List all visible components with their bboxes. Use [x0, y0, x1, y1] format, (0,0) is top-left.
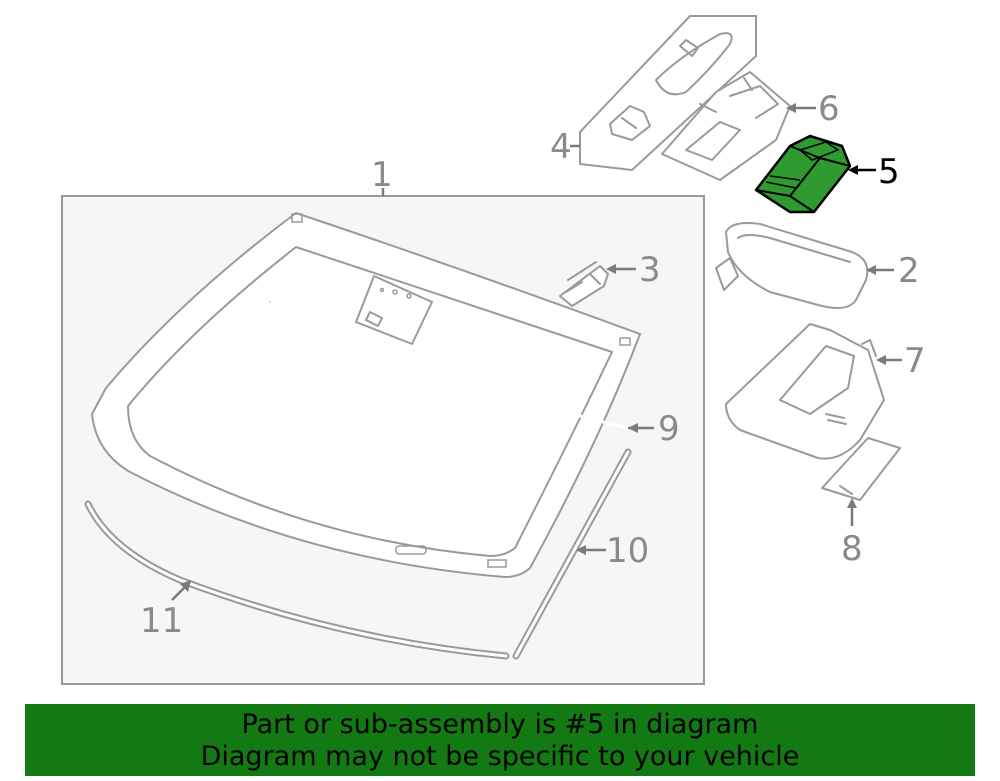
callout-11-arrow: [180, 580, 191, 592]
rearview-mirror: [715, 222, 869, 309]
callout-8-arrow: [847, 498, 857, 508]
callout-2: 2: [898, 251, 920, 291]
top-molding: [269, 300, 629, 430]
callout-6-arrow: [786, 103, 796, 113]
mirror-mount-kit: [579, 15, 757, 171]
camera-module-body: [754, 134, 852, 214]
callout-6: 6: [818, 89, 840, 129]
callout-10: 10: [606, 531, 649, 571]
camera-module-highlighted: [754, 134, 852, 214]
callout-1: 1: [371, 155, 393, 195]
callout-3-arrow: [606, 264, 616, 274]
callout-9-arrow: [628, 423, 638, 433]
banner-line-1: Part or sub-assembly is #5 in diagram: [241, 709, 759, 740]
callout-5: 5: [878, 152, 900, 192]
mirror-cover: [725, 323, 885, 460]
side-molding: [512, 448, 632, 660]
callout-7-arrow: [876, 355, 886, 365]
callout-7: 7: [904, 341, 926, 381]
callout-3: 3: [639, 250, 661, 290]
banner-line-2: Diagram may not be specific to your vehi…: [200, 741, 800, 772]
callout-11: 11: [140, 601, 183, 641]
callout-2-arrow: [866, 265, 876, 275]
info-banner: Part or sub-assembly is #5 in diagram Di…: [25, 704, 975, 776]
sensor-bracket: [559, 261, 609, 307]
windshield-glass: [91, 212, 641, 578]
callout-4: 4: [550, 127, 572, 167]
callout-5-arrow: [848, 165, 858, 175]
cover-plate: [821, 437, 901, 501]
callout-8: 8: [841, 529, 863, 569]
callout-9: 9: [658, 409, 680, 449]
callout-10-arrow: [576, 545, 586, 555]
bottom-molding: [84, 500, 510, 660]
